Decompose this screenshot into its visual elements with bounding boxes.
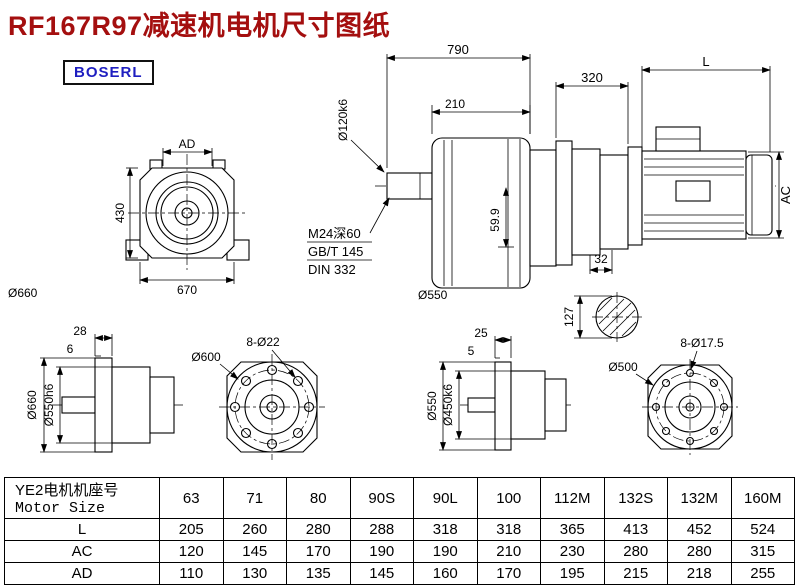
dim-59-9: 59.9 <box>488 208 502 232</box>
page-title: RF167R97减速机电机尺寸图纸 <box>8 11 391 41</box>
col-header: 80 <box>286 477 351 519</box>
flange-side-view-right: 25 5 Ø550 Ø450k6 <box>425 326 574 451</box>
table-header-row: YE2电机机座号 Motor Size 63 71 80 90S 90L 100… <box>4 477 795 519</box>
dim-127: 127 <box>562 307 576 327</box>
table-cell: 170 <box>286 540 351 563</box>
col-header: 132S <box>603 477 668 519</box>
table-cell: 255 <box>730 562 795 585</box>
brand-text: BOSERL <box>74 64 143 81</box>
col-header: 160M <box>730 477 795 519</box>
dim-790: 790 <box>447 42 469 57</box>
assembly-side-view: 790 210 Ø120k6 M24深60 GB/T 145 DIN 332 5… <box>307 42 793 302</box>
col-header: 90S <box>349 477 414 519</box>
table-row-AD: AD 110 130 135 145 160 170 195 215 218 2… <box>4 562 795 585</box>
table-cell: 110 <box>159 562 224 585</box>
dim-430: 430 <box>113 203 127 223</box>
table-cell: 280 <box>667 540 732 563</box>
table-cell: 230 <box>540 540 605 563</box>
table-cell: 288 <box>349 518 414 541</box>
table-corner-cell: YE2电机机座号 Motor Size <box>4 477 160 519</box>
table-row-L: L 205 260 280 288 318 318 365 413 452 52… <box>4 518 795 541</box>
dim-5: 5 <box>468 344 475 358</box>
table-cell: 160 <box>413 562 478 585</box>
dim-32: 32 <box>594 252 608 266</box>
table-cell: 205 <box>159 518 224 541</box>
table-cell: 280 <box>286 518 351 541</box>
row-label: AD <box>4 562 160 585</box>
dim-AC: AC <box>778 186 793 204</box>
table-cell: 190 <box>349 540 414 563</box>
col-header: 100 <box>476 477 541 519</box>
table-cell: 413 <box>603 518 668 541</box>
table-cell: 260 <box>222 518 287 541</box>
col-header: 112M <box>540 477 605 519</box>
dim-spigot-450k6: Ø450k6 <box>441 384 455 426</box>
dim-500: Ø500 <box>608 360 638 374</box>
dim-28: 28 <box>73 324 87 338</box>
dim-od-660: Ø660 <box>25 390 39 420</box>
table-cell: 452 <box>667 518 732 541</box>
dim-holes-22: 8-Ø22 <box>246 335 280 349</box>
dim-flange-550: Ø550 <box>418 288 448 302</box>
table-cell: 318 <box>476 518 541 541</box>
table-cell: 524 <box>730 518 795 541</box>
row-header-en: Motor Size <box>15 500 106 517</box>
flange-front-view-left: Ø600 8-Ø22 <box>191 335 325 460</box>
table-cell: 145 <box>222 540 287 563</box>
row-label: AC <box>4 540 160 563</box>
table-row-AC: AC 120 145 170 190 190 210 230 280 280 3… <box>4 540 795 563</box>
table-cell: 130 <box>222 562 287 585</box>
table-cell: 315 <box>730 540 795 563</box>
dim-holes-17-5: 8-Ø17.5 <box>680 336 724 350</box>
dim-600: Ø600 <box>191 350 221 364</box>
col-header: 63 <box>159 477 224 519</box>
dim-6: 6 <box>67 342 74 356</box>
dim-210: 210 <box>445 97 465 111</box>
table-cell: 365 <box>540 518 605 541</box>
brand-logo: BOSERL <box>63 60 154 85</box>
shaft-section-view: 127 <box>562 292 642 342</box>
flange-side-view-left: 28 6 Ø660 Ø550h6 <box>25 324 186 453</box>
technical-drawing: AD 430 670 Ø660 <box>8 42 793 460</box>
table-cell: 218 <box>667 562 732 585</box>
table-cell: 215 <box>603 562 668 585</box>
col-header: 132M <box>667 477 732 519</box>
table-cell: 318 <box>413 518 478 541</box>
note-din: DIN 332 <box>308 262 356 277</box>
dim-outer-660: Ø660 <box>8 286 38 300</box>
dim-25: 25 <box>474 326 488 340</box>
table-cell: 145 <box>349 562 414 585</box>
col-header: 90L <box>413 477 478 519</box>
table-cell: 280 <box>603 540 668 563</box>
dim-320: 320 <box>581 70 603 85</box>
note-gbt: GB/T 145 <box>308 244 363 259</box>
table-cell: 210 <box>476 540 541 563</box>
table-cell: 120 <box>159 540 224 563</box>
dim-670: 670 <box>177 283 197 297</box>
row-header-cn: YE2电机机座号 <box>15 482 119 499</box>
dim-ad: AD <box>179 137 196 151</box>
col-header: 71 <box>222 477 287 519</box>
dim-od-550: Ø550 <box>425 391 439 421</box>
note-m24: M24深60 <box>308 226 361 241</box>
table-cell: 170 <box>476 562 541 585</box>
table-cell: 190 <box>413 540 478 563</box>
dim-shaft-dia: Ø120k6 <box>336 99 350 141</box>
table-cell: 135 <box>286 562 351 585</box>
motor-size-table: YE2电机机座号 Motor Size 63 71 80 90S 90L 100… <box>4 477 795 585</box>
row-label: L <box>4 518 160 541</box>
table-cell: 195 <box>540 562 605 585</box>
dim-spigot-550h6: Ø550h6 <box>42 383 56 426</box>
gearbox-front-view: AD 430 670 Ø660 <box>8 137 250 300</box>
flange-front-view-right: Ø500 8-Ø17.5 <box>608 336 738 455</box>
dim-L: L <box>702 54 709 69</box>
